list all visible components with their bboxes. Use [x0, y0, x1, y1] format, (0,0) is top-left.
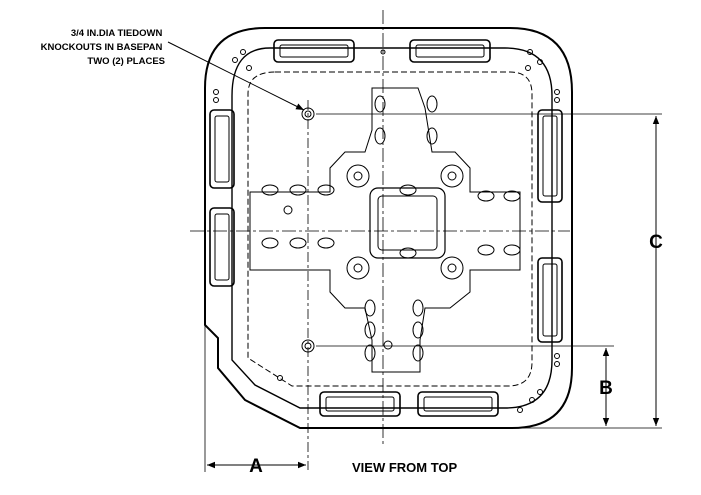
basepan-outline — [204, 27, 573, 429]
handle-slots — [209, 39, 563, 417]
boss-rings — [346, 164, 464, 280]
tiedown-note: 3/4 IN.DIA TIEDOWN KNOCKOUTS IN BASEPAN … — [41, 28, 165, 67]
tiedown-note-line-2: KNOCKOUTS IN BASEPAN — [41, 42, 163, 53]
view-caption: VIEW FROM TOP — [352, 460, 458, 475]
tiedown-note-line-3: TWO (2) PLACES — [87, 56, 165, 67]
oval-bosses — [261, 95, 521, 362]
dimension-c-label: C — [649, 232, 663, 253]
dimension-b-label: B — [599, 378, 613, 399]
center-square — [369, 187, 446, 259]
inner-flange — [231, 47, 553, 409]
center-square-inner — [377, 195, 438, 251]
note-leader — [167, 41, 305, 111]
cross-channel — [249, 87, 521, 373]
dashed-interior — [247, 71, 533, 387]
dimension-a-label: A — [249, 456, 263, 477]
rim-holes — [213, 49, 560, 413]
tiedown-note-line-1: 3/4 IN.DIA TIEDOWN — [71, 28, 163, 39]
